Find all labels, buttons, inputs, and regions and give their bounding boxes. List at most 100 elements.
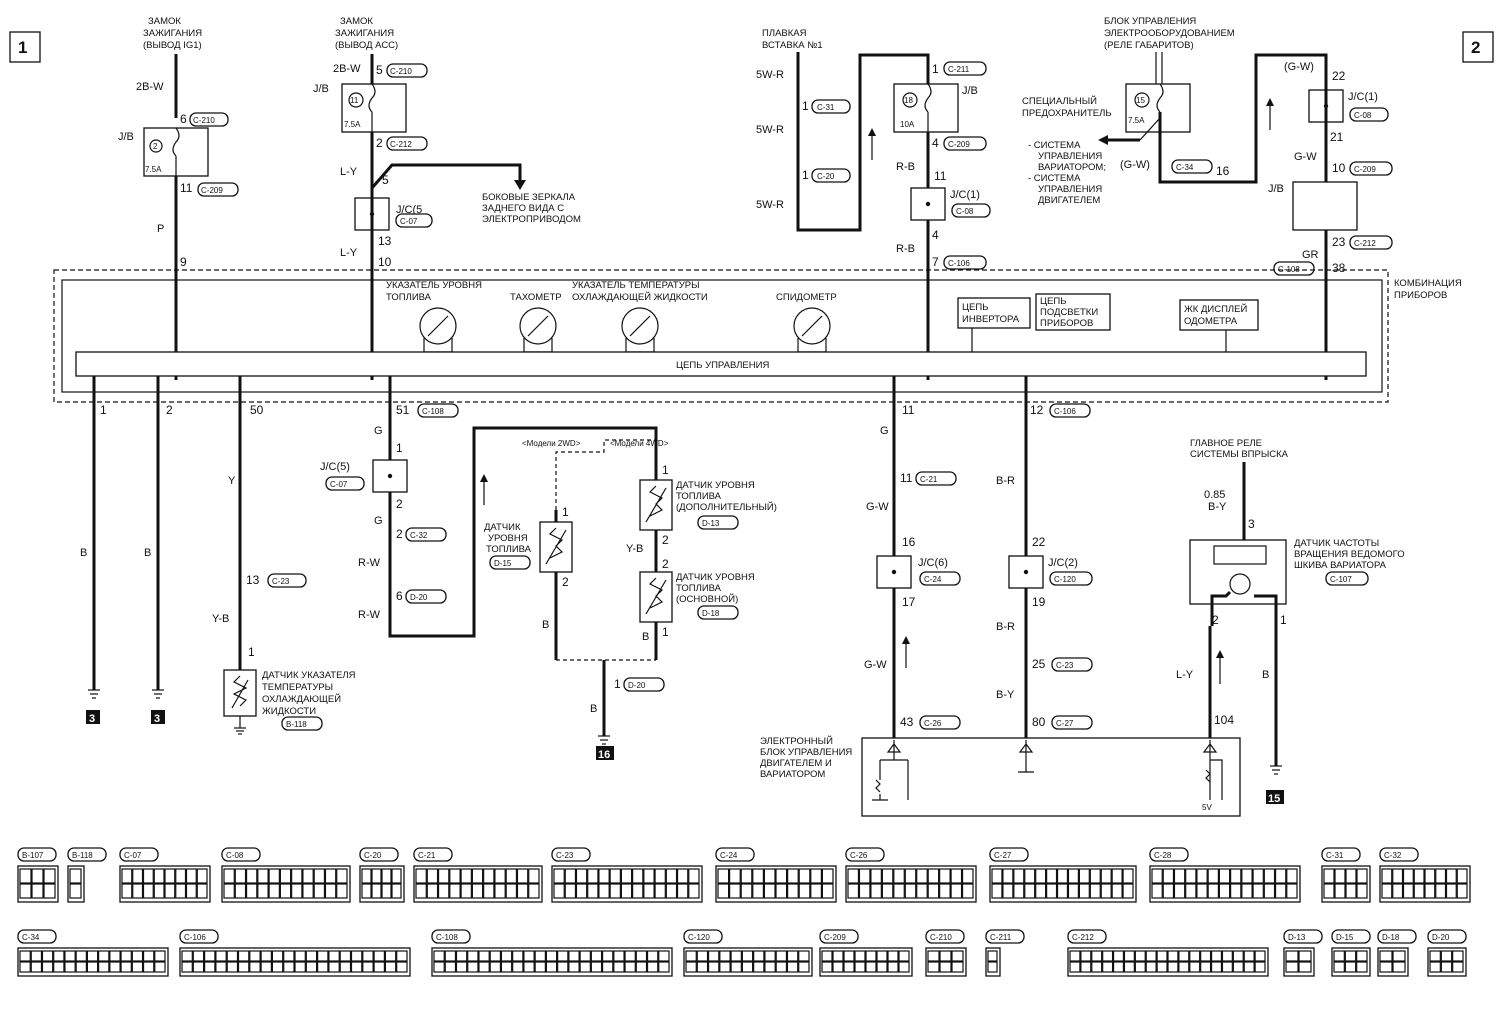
connector-pin-cell	[196, 883, 208, 899]
pin-number: 6	[396, 589, 403, 603]
connector-pin-cell	[121, 883, 133, 899]
gauge-label: УКАЗАТЕЛЬ ТЕМПЕРАТУРЫ	[572, 280, 699, 291]
fusible-link-circuit: ПЛАВКАЯ ВСТАВКА №1 5W-R 1 C-31 5W-R 1 C-…	[756, 28, 930, 232]
connector-view-label: C-106	[184, 933, 206, 942]
connector-pin-cell	[1298, 950, 1312, 962]
connector-label: D-18	[702, 609, 720, 618]
connector-pin-cell	[1232, 961, 1244, 973]
pin-number: 11	[902, 403, 915, 417]
pin-number: 1	[614, 677, 621, 691]
inverter-circuit-box	[957, 297, 1031, 329]
connector-pin-cell	[271, 950, 284, 962]
wire-color: 5W-R	[756, 69, 784, 81]
connector-tag	[267, 573, 307, 588]
coolant-sensor-label: ТЕМПЕРАТУРЫ	[262, 682, 333, 693]
connector-pin-cell	[381, 868, 392, 884]
ground-point-badge	[86, 710, 100, 724]
odometer-display-box	[1179, 299, 1259, 331]
ground-icon	[234, 716, 246, 735]
connector-pin-cell	[1013, 883, 1025, 899]
wire-color: Y-B	[212, 613, 229, 625]
wire-color: 5W-R	[756, 199, 784, 211]
connector-pin-cell	[260, 950, 273, 962]
connector-pin-cell	[553, 868, 565, 884]
inverter-label: ЦЕПЬ	[962, 302, 988, 313]
connector-pin-cell	[1080, 950, 1092, 962]
connector-pin-cell	[654, 868, 666, 884]
connector-pin-cell	[685, 961, 697, 973]
connector-pin-cell	[1456, 868, 1468, 884]
connector-pin-cell	[512, 961, 524, 973]
connector-pin-cell	[752, 883, 764, 899]
connector-pin-cell	[1323, 868, 1335, 884]
speedometer-icon	[793, 307, 831, 353]
connector-pin-cell	[415, 883, 427, 899]
pulley-speed-sensor	[1189, 539, 1287, 605]
illumination-label: ПРИБОРОВ	[1040, 318, 1093, 329]
connector-pin-cell	[1196, 868, 1208, 884]
connector-pin-cell	[1286, 883, 1298, 899]
connector-pin-cell	[939, 961, 952, 973]
fuel-sensor-sub-label: ТОПЛИВА	[676, 491, 722, 502]
connector-pin-cell	[1185, 883, 1197, 899]
connector-pin-cell	[676, 868, 689, 884]
connector-pin-cell	[131, 950, 144, 962]
connector-pin-cell	[1102, 961, 1114, 973]
connector-view-label: C-21	[418, 851, 436, 860]
connector-label: D-15	[494, 559, 512, 568]
joint-label: J/C(1)	[950, 189, 980, 201]
pin-number: 22	[1032, 535, 1046, 549]
connector-pin-cell	[876, 950, 888, 962]
connector-pin-cell	[1035, 868, 1047, 884]
connector-pin-cell	[676, 883, 689, 899]
wire-color: G	[374, 425, 383, 437]
fuse-rating: 7.5A	[344, 120, 361, 129]
ig1-label: ЗАМОК	[148, 16, 181, 27]
control-circuit-bar	[75, 351, 1367, 377]
connector-pin-cell	[1413, 868, 1425, 884]
connector-pin-cell	[950, 883, 963, 899]
connector-pin-cell	[249, 961, 261, 973]
connector-pin-cell	[153, 868, 165, 884]
wire-color: Y-B	[626, 543, 643, 555]
connector-pin-cell	[568, 950, 580, 962]
pin-number: 43	[900, 715, 914, 729]
page-number-box	[9, 31, 41, 63]
fuel-gauge-icon	[419, 307, 457, 353]
connector-pin-cell	[192, 961, 205, 973]
connector-pin-cell	[1221, 961, 1233, 973]
connector-pin-cell	[717, 883, 730, 899]
ig1-label: (ВЫВОД IG1)	[143, 40, 202, 51]
connector-tag	[386, 136, 428, 151]
acc-label: ЗАМОК	[340, 16, 373, 27]
connector-pin-cell	[646, 950, 659, 962]
connector-pin-cell	[613, 950, 625, 962]
pin-number: 17	[902, 595, 916, 609]
connector-pin-cell	[1440, 950, 1453, 962]
connector-pin-cell	[1344, 950, 1357, 962]
connector-view-label: B-107	[22, 851, 44, 860]
connector-pin-cell	[483, 883, 495, 899]
connector-tag	[811, 168, 851, 183]
connector-pin-cell	[587, 868, 599, 884]
connector-pin-cell	[832, 950, 844, 962]
illumination-label: ПОДСВЕТКИ	[1040, 307, 1098, 318]
pin-number: 21	[1330, 130, 1344, 144]
connector-pin-cell	[19, 950, 31, 962]
connector-pin-cell	[696, 961, 709, 973]
wire-color: Y	[228, 475, 236, 487]
connector-pin-cell	[1344, 961, 1357, 973]
etacs-label: ЭЛЕКТРООБОРУДОВАНИЕМ	[1104, 28, 1235, 39]
pin-number: 16	[1216, 164, 1230, 178]
connector-pin-cell	[1221, 950, 1233, 962]
pin-number: 104	[1214, 713, 1234, 727]
connector-pin-cell	[1241, 868, 1253, 884]
connector-pin-cell	[1122, 868, 1134, 884]
connector-pin-cell	[620, 883, 633, 899]
connector-pin-cell	[1218, 868, 1231, 884]
connector-pin-cell	[1243, 961, 1255, 973]
connector-pin-cell	[1156, 961, 1168, 973]
model-2wd-label: <Модели 2WD>	[522, 439, 581, 448]
connector-pin-cell	[927, 868, 940, 884]
connector-label: C-08	[956, 207, 974, 216]
